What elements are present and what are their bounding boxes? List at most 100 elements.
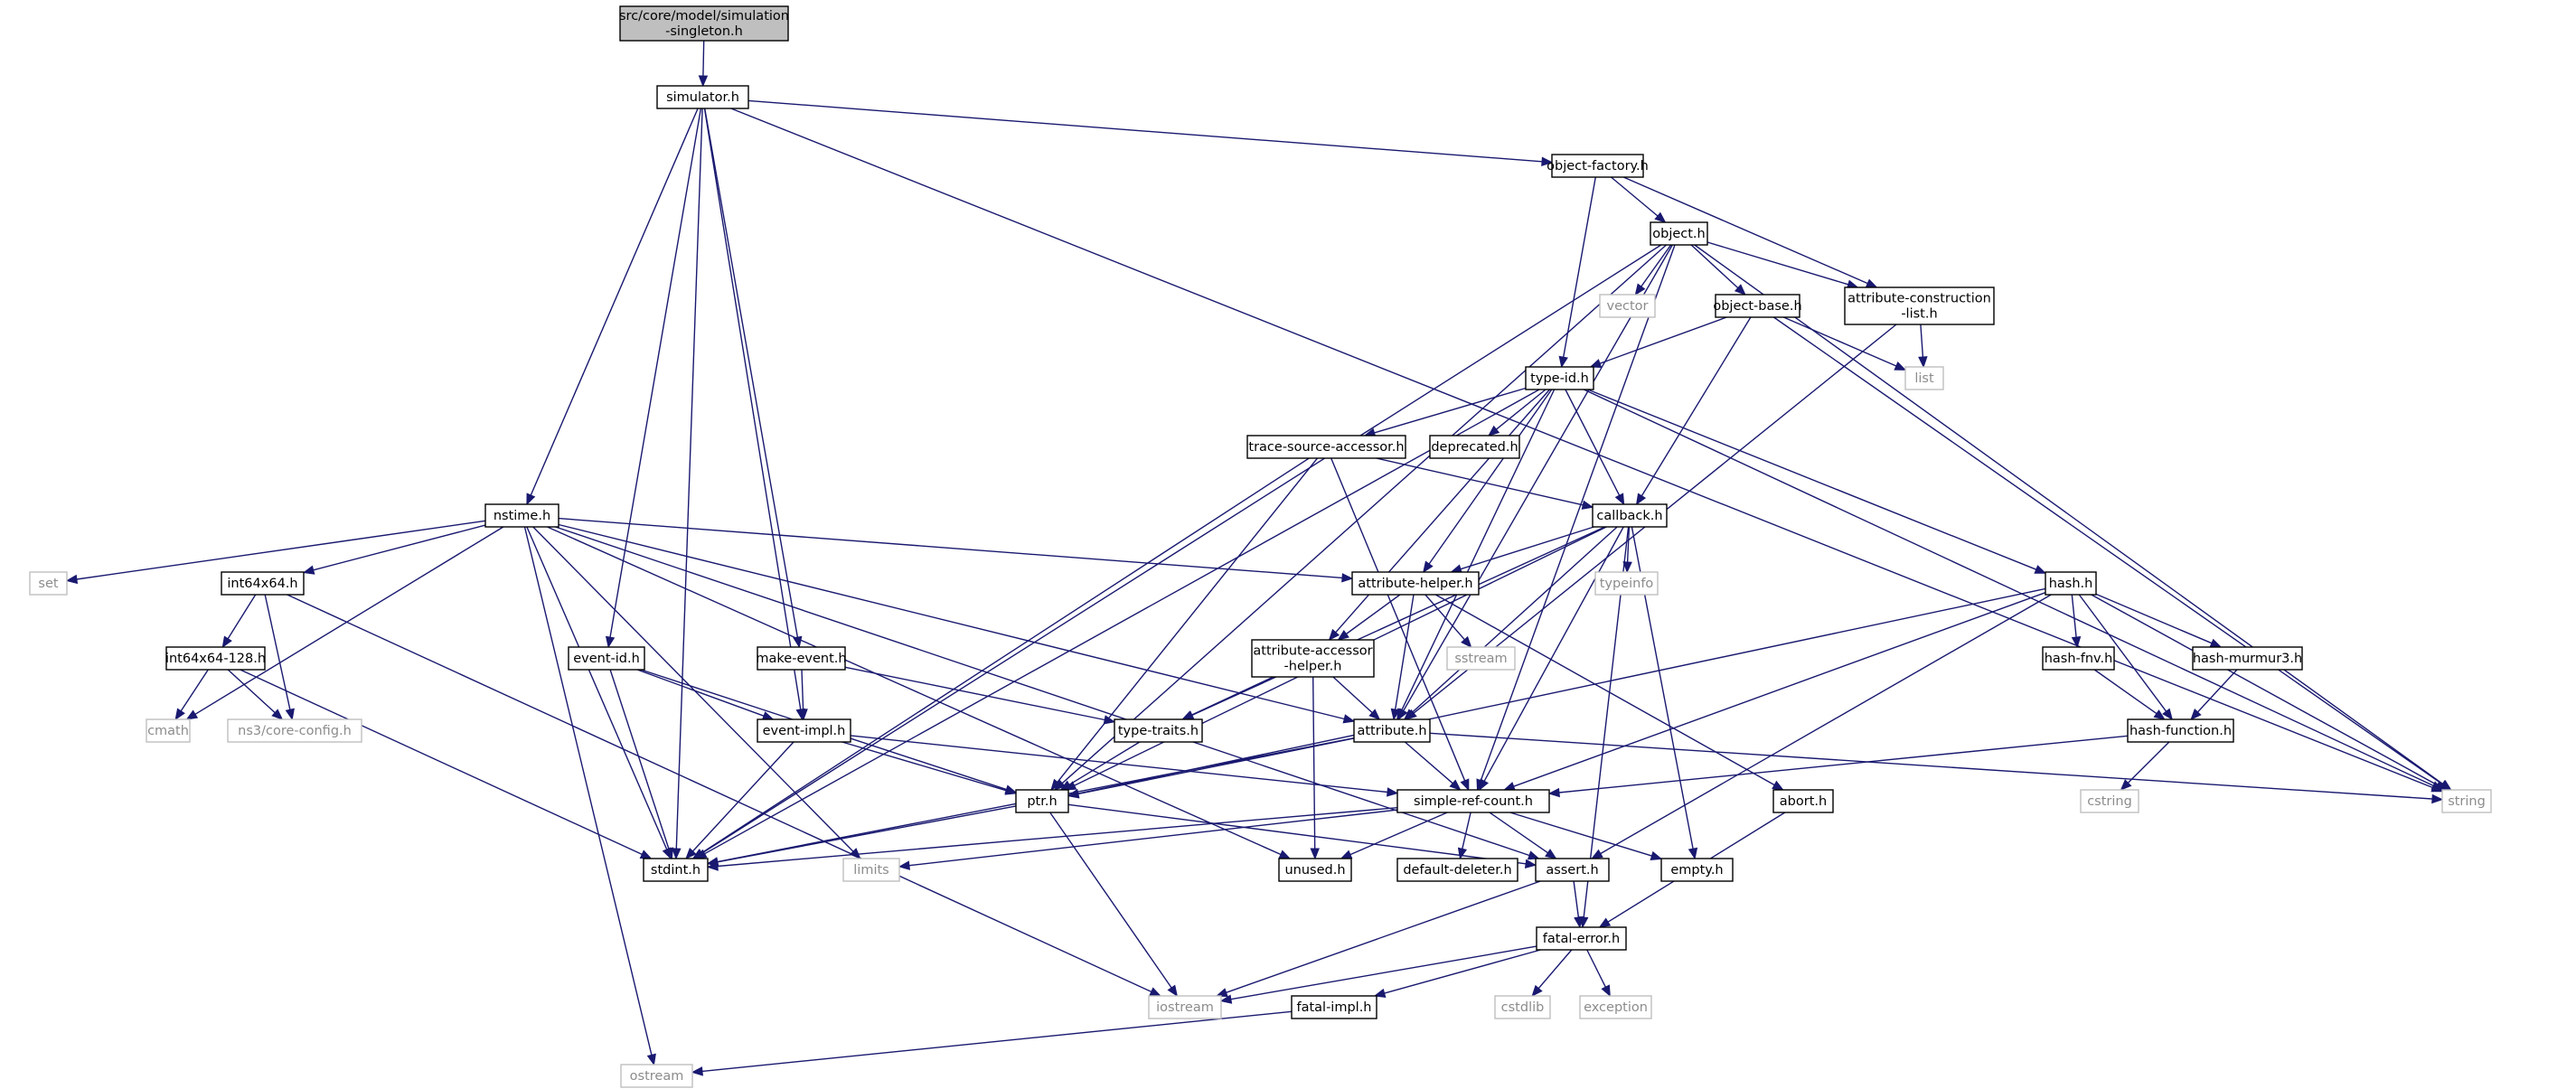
node-event_id[interactable]: event-id.h xyxy=(568,646,645,671)
node-nstime[interactable]: nstime.h xyxy=(484,503,559,528)
edge-line xyxy=(704,108,799,638)
edge-simple_ref-to-assert xyxy=(1489,812,1557,859)
edge-event_id-to-event_impl xyxy=(636,669,775,720)
node-simulator[interactable]: simulator.h xyxy=(656,85,749,109)
edge-object_factory-to-type_id xyxy=(1558,176,1596,369)
edge-line xyxy=(555,526,1530,857)
node-attr_accessor[interactable]: attribute-accessor-helper.h xyxy=(1251,639,1375,678)
edge-object_base-to-list xyxy=(1783,316,1907,371)
node-trace_src[interactable]: trace-source-accessor.h xyxy=(1246,435,1406,459)
node-box xyxy=(568,646,645,671)
edge-line xyxy=(1403,244,1673,711)
node-box xyxy=(2042,646,2115,671)
edge-simple_ref-to-empty xyxy=(1509,812,1663,860)
edge-callback-to-type_traits xyxy=(1181,526,1605,720)
edge-hash-to-hash_function xyxy=(2078,594,2173,721)
node-simple_ref[interactable]: simple-ref-count.h xyxy=(1396,789,1550,813)
node-fatal_impl[interactable]: fatal-impl.h xyxy=(1291,995,1377,1019)
edge-attr_constr-to-list xyxy=(1918,324,1928,369)
node-label: simulator.h xyxy=(666,90,739,105)
node-make_event[interactable]: make-event.h xyxy=(756,646,847,671)
edge-line xyxy=(1428,389,1553,565)
edge-line xyxy=(1600,594,2052,855)
node-hash_function[interactable]: hash-function.h xyxy=(2127,718,2234,743)
edge-simple_ref-to-unused xyxy=(1340,812,1448,859)
edge-type_id-to-attribute xyxy=(1396,389,1556,721)
node-vector: vector xyxy=(1599,294,1656,318)
node-fatal_error[interactable]: fatal-error.h xyxy=(1536,926,1627,951)
edge-line xyxy=(908,809,1398,867)
edge-nstime-to-ostream xyxy=(523,526,656,1066)
node-hash_murmur3[interactable]: hash-murmur3.h xyxy=(2192,646,2303,671)
node-int128[interactable]: int64x64-128.h xyxy=(165,646,266,671)
edge-arrowhead xyxy=(1558,355,1568,369)
node-type_traits[interactable]: type-traits.h xyxy=(1114,718,1203,743)
edge-arrowhead xyxy=(1614,493,1625,506)
node-label: iostream xyxy=(1156,1000,1214,1015)
node-empty[interactable]: empty.h xyxy=(1660,858,1734,882)
node-default_deleter[interactable]: default-deleter.h xyxy=(1396,858,1518,882)
edge-line xyxy=(1424,594,1465,641)
node-hash[interactable]: hash.h xyxy=(2045,571,2097,596)
edge-object-to-attr_constr xyxy=(1706,241,1859,289)
edge-hash_function-to-cstring xyxy=(2120,741,2170,791)
edge-line xyxy=(1586,949,1606,988)
edge-line xyxy=(717,807,1398,868)
node-label: type-id.h xyxy=(1530,371,1589,386)
edge-type_id-to-hash xyxy=(1587,389,2047,574)
edge-line xyxy=(1345,594,1401,635)
edge-arrowhead xyxy=(1449,779,1462,791)
edge-arrowhead xyxy=(1278,850,1292,859)
node-label: deprecated.h xyxy=(1431,440,1518,455)
edge-arrowhead xyxy=(271,709,284,720)
node-attr_helper[interactable]: attribute-helper.h xyxy=(1351,571,1480,596)
node-object_base[interactable]: object-base.h xyxy=(1713,294,1802,318)
edge-type_id-to-callback xyxy=(1565,389,1625,506)
edge-simple_ref-to-limits xyxy=(898,809,1398,870)
edge-line xyxy=(2095,593,2213,644)
edge-arrowhead xyxy=(1622,561,1632,574)
edge-arrowhead xyxy=(1479,778,1489,792)
node-deprecated[interactable]: deprecated.h xyxy=(1429,435,1520,459)
node-box xyxy=(484,503,559,528)
edge-line xyxy=(717,805,1017,863)
node-ostream: ostream xyxy=(620,1064,693,1088)
node-box xyxy=(656,85,749,109)
edge-line xyxy=(700,457,1310,854)
edge-line xyxy=(1537,949,1573,990)
edge-arrowhead xyxy=(706,861,719,871)
node-attribute[interactable]: attribute.h xyxy=(1353,718,1431,743)
node-box xyxy=(1715,294,1800,318)
node-root[interactable]: src/core/model/simulation-singleton.h xyxy=(619,5,789,42)
node-callback[interactable]: callback.h xyxy=(1592,503,1668,528)
edge-line xyxy=(1565,389,1621,496)
node-abort[interactable]: abort.h xyxy=(1772,789,1834,813)
edge-arrowhead xyxy=(1772,780,1784,791)
edge-arrowhead xyxy=(1591,849,1603,859)
node-assert[interactable]: assert.h xyxy=(1535,858,1610,882)
node-iostream: iostream xyxy=(1148,995,1222,1019)
node-event_impl[interactable]: event-impl.h xyxy=(757,718,851,743)
node-box xyxy=(1594,571,1659,596)
edge-line xyxy=(1480,244,1676,781)
edge-arrowhead xyxy=(185,709,199,720)
node-label: fatal-impl.h xyxy=(1296,1000,1371,1015)
node-int64x64[interactable]: int64x64.h xyxy=(221,571,305,596)
node-exception: exception xyxy=(1579,995,1652,1019)
edge-arrowhead xyxy=(691,1066,703,1076)
node-ptr[interactable]: ptr.h xyxy=(1015,789,1069,813)
node-hash_fnv[interactable]: hash-fnv.h xyxy=(2042,646,2115,671)
edge-arrowhead xyxy=(1219,994,1233,1004)
node-label: int64x64-128.h xyxy=(165,652,266,666)
edge-arrowhead xyxy=(1103,715,1116,725)
node-attr_constr[interactable]: attribute-construction-list.h xyxy=(1844,286,1995,325)
node-type_id[interactable]: type-id.h xyxy=(1525,366,1594,390)
edge-line xyxy=(2196,669,2238,713)
edge-arrowhead xyxy=(2431,793,2444,804)
node-object[interactable]: object.h xyxy=(1650,221,1708,246)
edge-arrowhead xyxy=(302,565,315,575)
edge-arrowhead xyxy=(1547,787,1560,798)
node-object_factory[interactable]: object-factory.h xyxy=(1547,154,1649,178)
node-stdint[interactable]: stdint.h xyxy=(643,858,709,882)
node-unused[interactable]: unused.h xyxy=(1278,858,1352,882)
